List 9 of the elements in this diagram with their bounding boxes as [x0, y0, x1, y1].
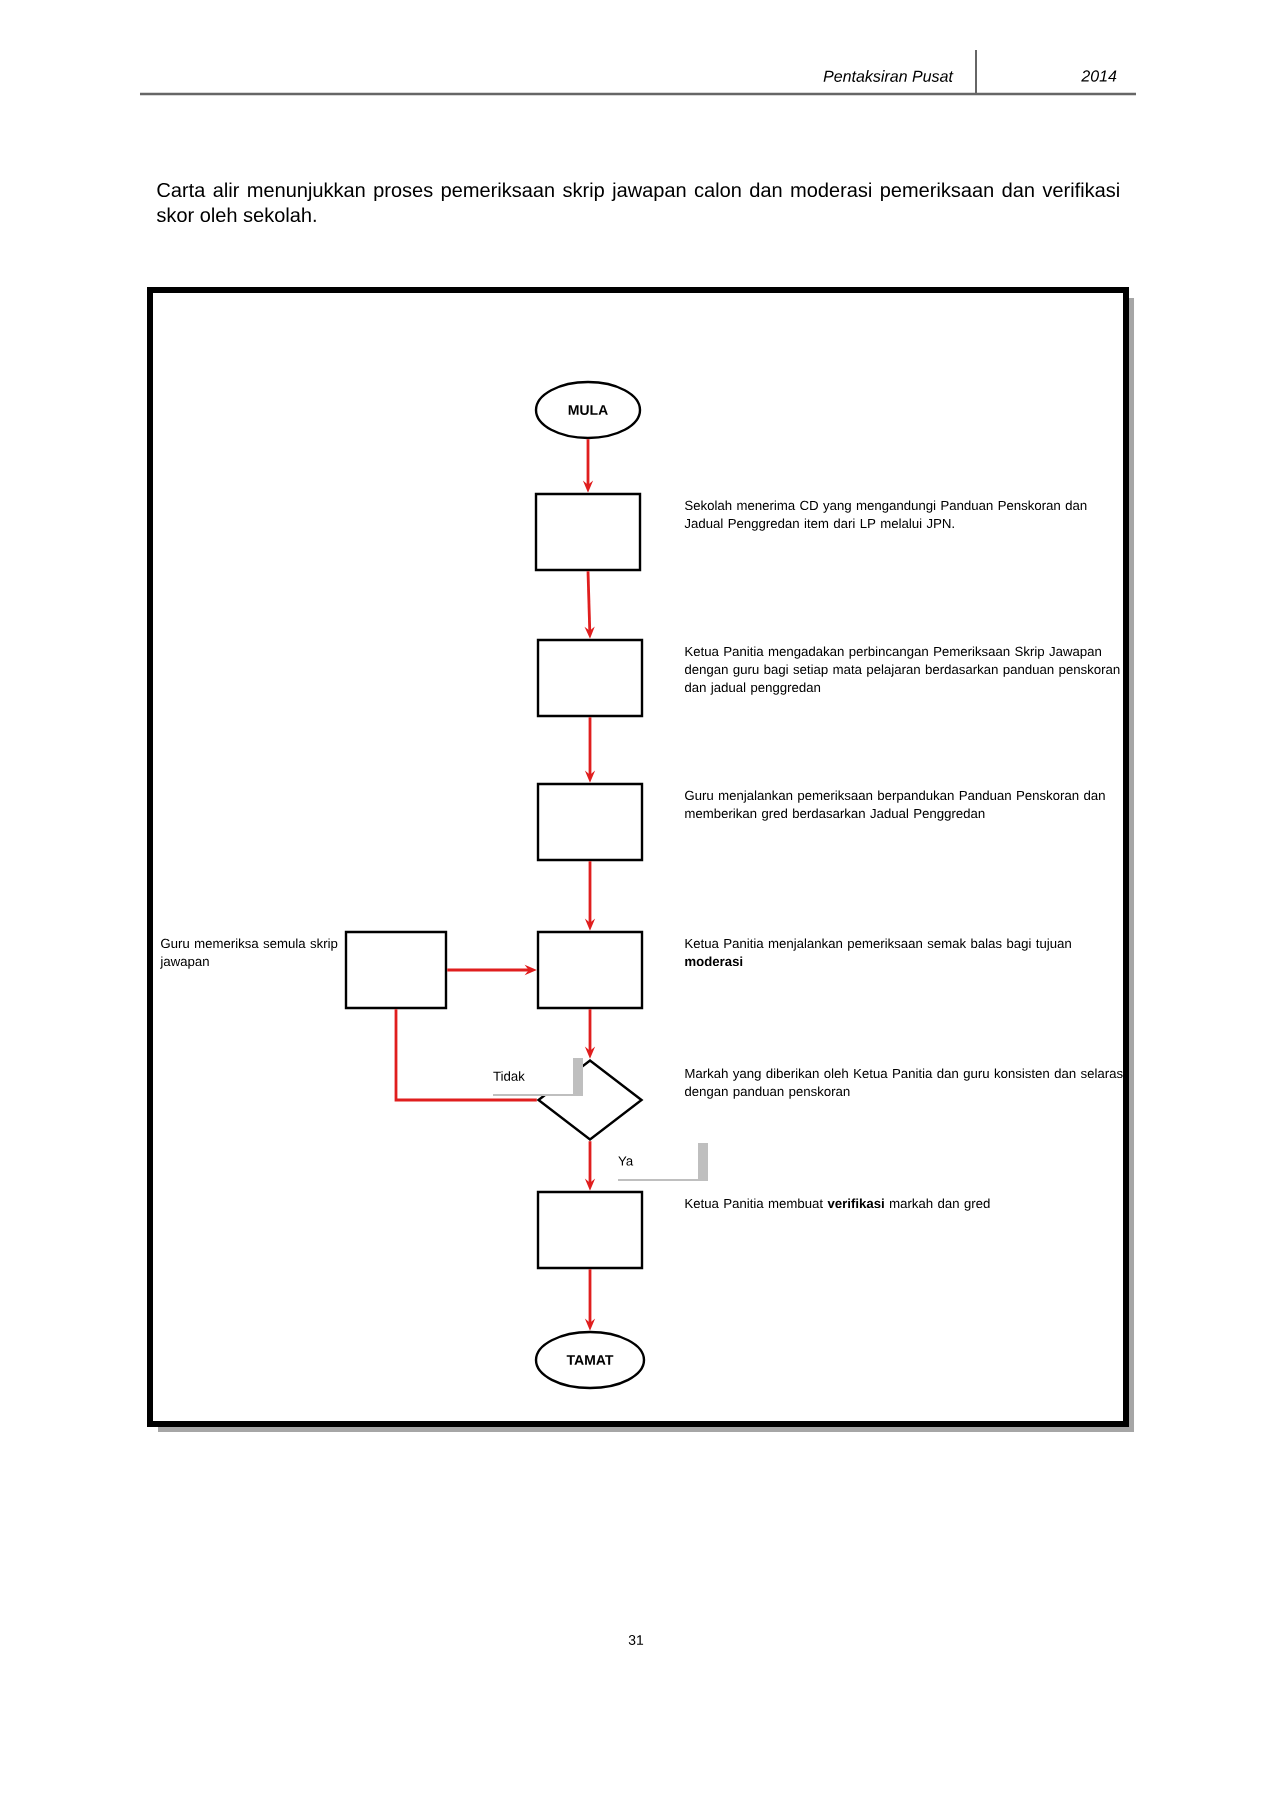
header-year: 2014 [1081, 70, 1117, 82]
title: Carta alir menunjukkan proses pemeriksaan skrip jawapan calon dan moderasi pemeriksaan dan verifikasi skor oleh sekolah. [156, 182, 1119, 223]
process-box [536, 1190, 644, 1270]
process-box [344, 930, 448, 1010]
process-box [534, 492, 642, 572]
process-box [536, 782, 644, 862]
process-box [536, 638, 644, 718]
header-text: Pentaksiran Pusat [823, 70, 954, 82]
process-box [536, 930, 644, 1010]
